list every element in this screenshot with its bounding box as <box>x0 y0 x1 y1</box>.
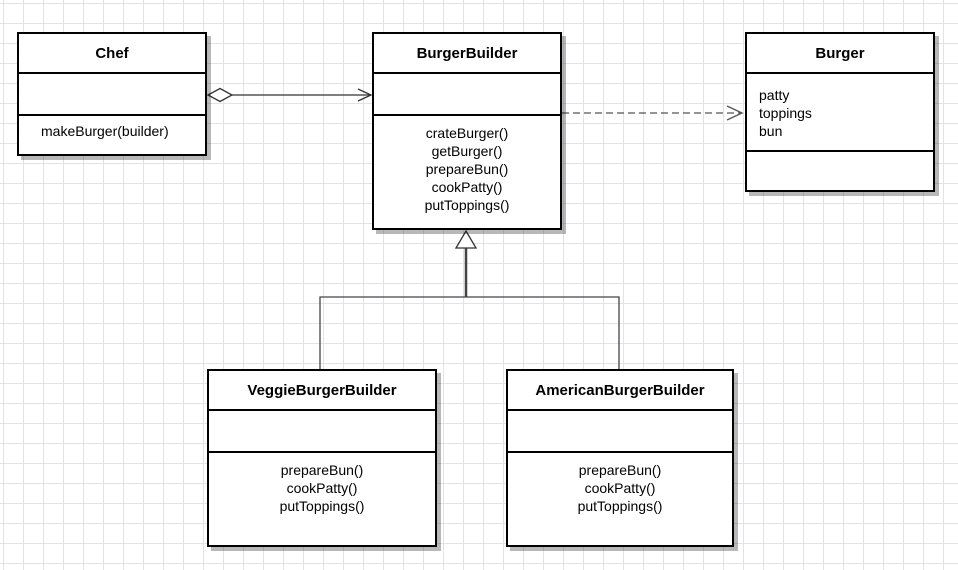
operation: cookPatty() <box>431 179 503 195</box>
operation: putToppings() <box>279 498 365 514</box>
dependency-burgerbuilder-burger[interactable] <box>562 105 744 121</box>
operations-compartment <box>747 152 933 190</box>
operation: makeBurger(builder) <box>41 123 169 139</box>
class-burger[interactable]: Burger patty toppings bun <box>745 32 935 192</box>
class-name: Chef <box>19 34 205 74</box>
class-name: Burger <box>747 34 933 74</box>
arrow-head <box>726 105 744 121</box>
operation: cookPatty() <box>286 480 358 496</box>
operation: putToppings() <box>577 498 663 514</box>
attribute: bun <box>759 123 783 139</box>
class-american-burger-builder[interactable]: AmericanBurgerBuilder prepareBun() cookP… <box>506 369 734 547</box>
aggregation-diamond <box>206 87 234 103</box>
aggregation-chef-burgerbuilder[interactable] <box>206 87 373 103</box>
operation: prepareBun() <box>280 462 364 478</box>
operations-compartment: crateBurger() getBurger() prepareBun() c… <box>374 116 560 228</box>
operation: getBurger() <box>431 143 503 159</box>
generalization-triangle <box>454 229 478 249</box>
attributes-compartment <box>19 74 205 116</box>
attributes-compartment <box>508 411 732 453</box>
operation: cookPatty() <box>584 480 656 496</box>
attribute: patty <box>759 87 790 103</box>
class-name: AmericanBurgerBuilder <box>508 371 732 411</box>
operation: crateBurger() <box>425 125 509 141</box>
operation: prepareBun() <box>425 161 509 177</box>
class-veggie-burger-builder[interactable]: VeggieBurgerBuilder prepareBun() cookPat… <box>207 369 437 547</box>
class-chef[interactable]: Chef makeBurger(builder) <box>17 32 207 156</box>
operations-compartment: prepareBun() cookPatty() putToppings() <box>508 453 732 545</box>
attributes-compartment <box>209 411 435 453</box>
generalization-subclasses-burgerbuilder[interactable] <box>319 229 620 370</box>
operations-compartment: makeBurger(builder) <box>19 116 205 154</box>
attribute: toppings <box>759 105 812 121</box>
attributes-compartment: patty toppings bun <box>747 74 933 152</box>
class-burger-builder[interactable]: BurgerBuilder crateBurger() getBurger() … <box>372 32 562 230</box>
attributes-compartment <box>374 74 560 116</box>
operation: prepareBun() <box>578 462 662 478</box>
arrow-head <box>357 88 373 102</box>
class-name: BurgerBuilder <box>374 34 560 74</box>
operations-compartment: prepareBun() cookPatty() putToppings() <box>209 453 435 545</box>
class-name: VeggieBurgerBuilder <box>209 371 435 411</box>
operation: putToppings() <box>424 197 510 213</box>
